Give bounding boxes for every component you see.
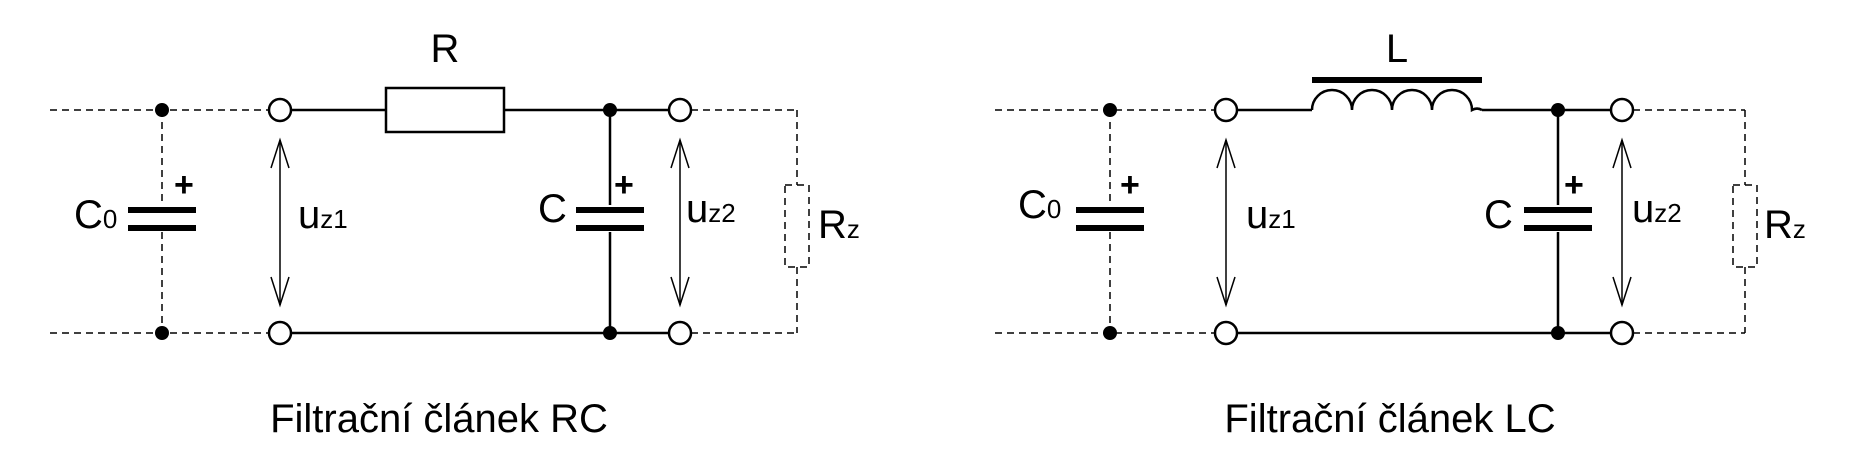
rc-uz2-label: uz2 (686, 187, 736, 231)
rc-c-plus-sign: + (614, 166, 634, 204)
lc-uz2-label: uz2 (1632, 187, 1682, 231)
rc-caption: Filtrační článek RC (270, 397, 608, 441)
rc-output-terminal-top (667, 97, 693, 123)
rc-c-bottom-junction (603, 326, 617, 340)
rc-uz1-label: uz1 (298, 193, 348, 237)
lc-inductor-label: L (1386, 27, 1408, 71)
rc-input-terminal-top (267, 97, 293, 123)
lc-input-terminal-top (1213, 97, 1239, 123)
lc-c-bottom-junction (1551, 326, 1565, 340)
lc-inductor-coil (1310, 88, 1483, 113)
lc-output-terminal-top (1609, 97, 1635, 123)
rc-resistor-label: R (431, 27, 460, 71)
rc-c0-plus-sign: + (174, 166, 194, 204)
rc-input-terminal-bottom (267, 320, 293, 346)
lc-c0-label: C0 (1018, 183, 1061, 227)
lc-uz1-label: uz1 (1246, 193, 1296, 237)
rc-c-label: C (538, 187, 567, 231)
lc-c0-top-junction (1103, 103, 1117, 117)
lc-c-top-junction (1551, 103, 1565, 117)
rc-c0-label: C0 (74, 193, 117, 237)
lc-output-terminal-bottom (1609, 320, 1635, 346)
lc-c0-bottom-junction (1103, 326, 1117, 340)
lc-caption: Filtrační článek LC (1224, 397, 1555, 441)
rc-c0-top-junction (155, 103, 169, 117)
rc-resistor (384, 86, 506, 134)
lc-c0-plus-sign: + (1120, 166, 1140, 204)
rc-output-terminal-bottom (667, 320, 693, 346)
lc-rz-label: Rz (1764, 203, 1806, 247)
rc-rz-label: Rz (818, 203, 860, 247)
lc-input-terminal-bottom (1213, 320, 1239, 346)
lc-c-label: C (1484, 193, 1513, 237)
lc-uz1-arrow (1216, 137, 1236, 308)
rc-uz1-arrow (270, 137, 290, 308)
rc-load-resistor-rz (784, 184, 810, 268)
rc-uz2-arrow (670, 137, 690, 308)
rc-c-top-junction (603, 103, 617, 117)
rc-c0-bottom-junction (155, 326, 169, 340)
lc-filter-circuit: + C0 uz1 L + C uz2 (995, 27, 1806, 441)
lc-load-resistor-rz (1732, 184, 1758, 268)
lc-uz2-arrow (1612, 137, 1632, 308)
rc-filter-circuit: + C0 uz1 R + C (50, 27, 860, 441)
lc-c-plus-sign: + (1564, 166, 1584, 204)
